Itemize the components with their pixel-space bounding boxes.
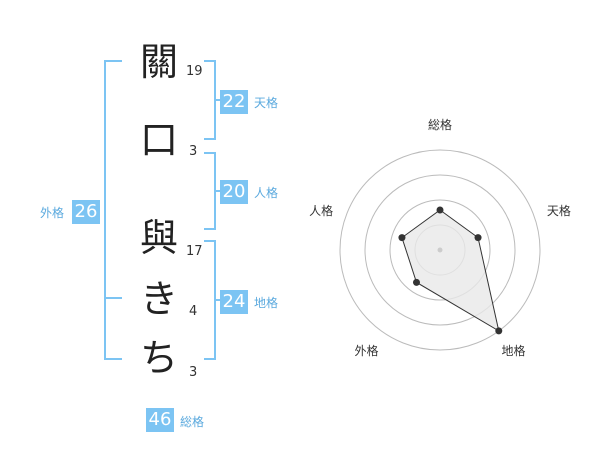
name-char-5: ち: [139, 336, 178, 380]
jinkaku-label: 人格: [254, 186, 279, 200]
radar-center: [437, 247, 443, 253]
stroke-count-5: 3: [189, 365, 198, 380]
chikaku-bracket-tick: [216, 299, 220, 301]
soukaku-label: 総格: [180, 415, 205, 429]
chikaku-badge: 24: [220, 290, 248, 314]
radar-ring: [339, 149, 541, 351]
radar-ring: [389, 199, 491, 301]
jinkaku-bracket-tick: [216, 190, 220, 192]
radar-point-4: [412, 278, 420, 286]
name-char-4: き: [139, 277, 178, 321]
radar-point-2: [474, 234, 482, 242]
soukaku-badge: 46: [146, 408, 174, 432]
radar-point-1: [436, 206, 444, 214]
gaikaku-label: 外格: [40, 206, 65, 220]
tenkaku-badge: 22: [220, 90, 248, 114]
stroke-count-2: 3: [189, 144, 198, 159]
radar-axis-label: 総格: [427, 118, 453, 132]
radar-series-area: [401, 209, 500, 332]
gaikaku-badge: 26: [72, 200, 100, 224]
radar-axis-label: 天格: [546, 204, 571, 219]
jinkaku-bracket: [204, 152, 216, 230]
radar-axis-label: 人格: [309, 204, 334, 219]
radar-axis-label: 地格: [501, 344, 526, 359]
radar-axis-label: 外格: [354, 344, 379, 359]
radar-ring: [364, 174, 516, 326]
radar-point-3: [495, 327, 503, 335]
stroke-count-3: 17: [186, 244, 203, 259]
gaikaku-bracket: [104, 60, 122, 360]
tenkaku-bracket-tick: [216, 99, 220, 101]
chikaku-label: 地格: [254, 296, 279, 310]
name-char-3: 與: [139, 216, 178, 260]
gaikaku-bracket-divider: [104, 297, 122, 299]
jinkaku-badge: 20: [220, 180, 248, 204]
name-char-2: 口: [139, 118, 178, 162]
stroke-count-4: 4: [189, 304, 198, 319]
name-char-1: 關: [139, 40, 178, 84]
tenkaku-label: 天格: [254, 96, 279, 110]
chikaku-bracket: [204, 240, 216, 360]
tenkaku-bracket: [204, 60, 216, 140]
radar-point-5: [398, 234, 406, 242]
stroke-count-1: 19: [186, 64, 203, 79]
